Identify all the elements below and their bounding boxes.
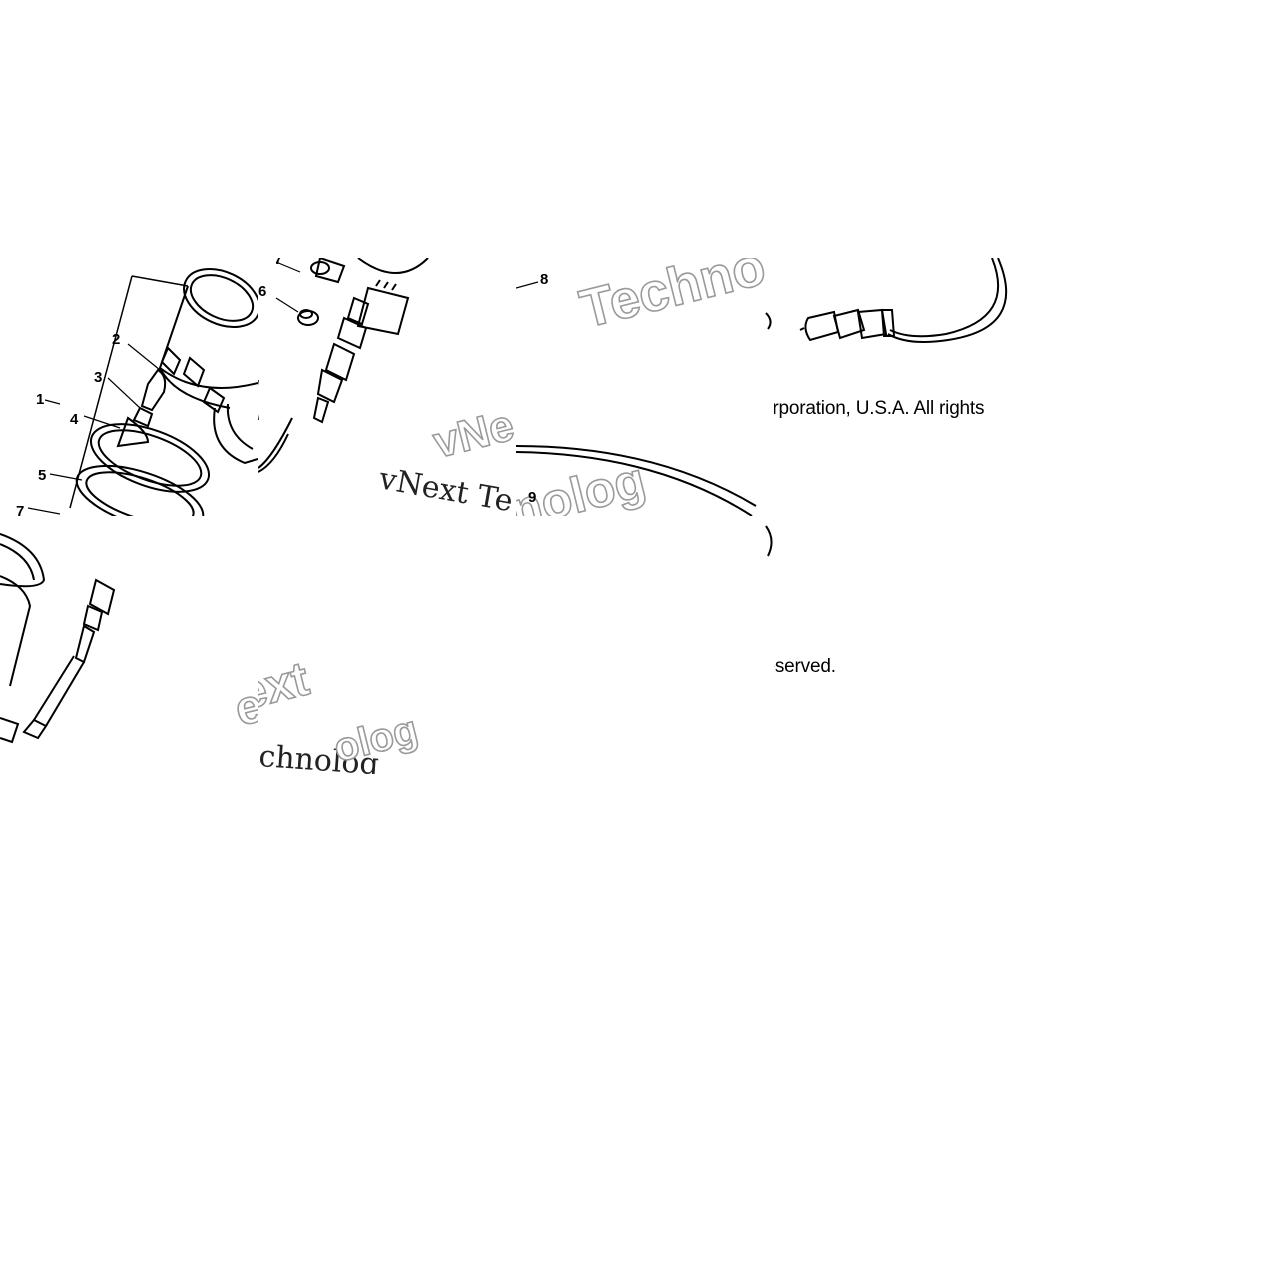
- cable-line: 8 Techno nolog 9: [516, 258, 772, 516]
- tile-gauge-body: 2 3 1 4 5 7: [0, 258, 258, 516]
- copyright-line-2: s reserved.: [774, 656, 836, 677]
- callout-3: 3: [94, 369, 102, 386]
- tile-socket: ext: [0, 516, 258, 774]
- tile-cable-end: orporation, U.S.A. All rights: [774, 258, 1032, 516]
- watermark-ext: ext: [230, 668, 258, 736]
- callout-1: 1: [36, 391, 44, 408]
- watermark-nolog: nolog: [516, 451, 651, 516]
- tile-cable-bottom: [516, 516, 774, 774]
- watermark-olog: olog: [330, 708, 423, 771]
- cable-line-bottom: [765, 525, 773, 557]
- tile-connector: 7 6 vNext Te vNe: [258, 258, 516, 516]
- speedometer-icon: 2 3 1 4 5 7: [16, 267, 258, 516]
- watermark-vne: vNe: [429, 401, 516, 468]
- tile-callout-8: 8 Techno nolog 9: [516, 258, 774, 516]
- bulb-socket-icon: ext: [0, 533, 258, 744]
- callout-5: 5: [38, 467, 46, 484]
- callout-9: 9: [528, 489, 536, 506]
- callout-2: 2: [112, 331, 120, 348]
- callout-6: 6: [258, 283, 266, 300]
- watermark-vnext-te: vNext Te: [376, 461, 516, 516]
- callout-8: 8: [540, 271, 548, 288]
- copyright-line-1: orporation, U.S.A. All rights: [774, 398, 985, 419]
- cable-connector-icon: 7 6 vNext Te vNe: [258, 258, 516, 516]
- callout-7-left: 7: [16, 503, 24, 516]
- callout-7: 7: [274, 258, 282, 268]
- cable-connector-icon: [799, 258, 1008, 343]
- callout-4: 4: [70, 411, 79, 428]
- tile-copyright: s reserved.: [774, 516, 1032, 774]
- watermark-ext-2: ext: [258, 652, 314, 720]
- watermark-techno: Techno: [574, 258, 771, 340]
- tile-watermark: ext chnolog olog: [258, 516, 516, 774]
- watermark-area: ext chnolog olog: [258, 652, 423, 774]
